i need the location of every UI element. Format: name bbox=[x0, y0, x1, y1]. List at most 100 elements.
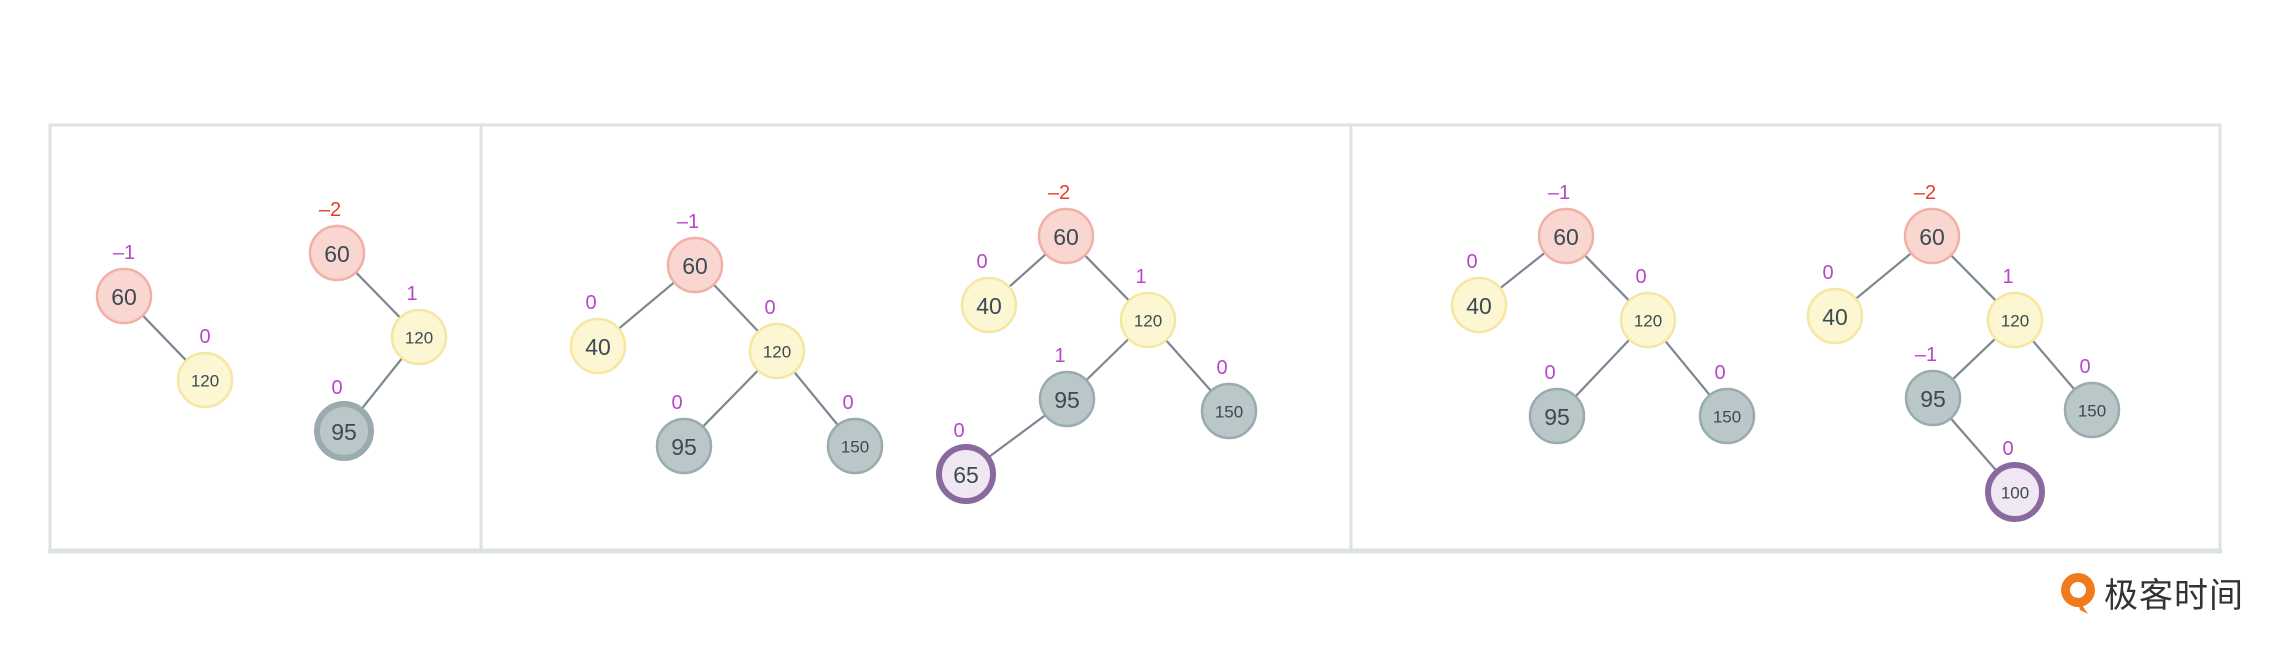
tree-node: 60 –1 bbox=[95, 242, 153, 325]
balance-factor-label: 0 bbox=[1544, 362, 1555, 384]
tree-edge bbox=[1574, 338, 1631, 398]
node-circle bbox=[1985, 462, 2045, 522]
edges bbox=[141, 251, 2076, 473]
node-circle bbox=[1986, 291, 2044, 349]
tree-edge bbox=[1499, 251, 1546, 290]
node-circle bbox=[314, 401, 374, 461]
node-circle bbox=[655, 417, 713, 475]
tree-edge bbox=[359, 357, 404, 411]
balance-factor-label: 0 bbox=[1216, 357, 1227, 379]
node-circle bbox=[569, 317, 627, 375]
tree-edge bbox=[355, 271, 401, 319]
node-circle bbox=[390, 308, 448, 366]
tree-node: 650 bbox=[936, 420, 996, 504]
tree-node: 100 0 bbox=[1985, 438, 2045, 522]
tree-node: 950 bbox=[655, 392, 713, 475]
node-label: 95 bbox=[1544, 404, 1570, 430]
balance-factor-label: 0 bbox=[976, 251, 987, 273]
brand-text: 极客时间 bbox=[2104, 576, 2244, 616]
balance-factor-label: 1 bbox=[2002, 266, 2013, 288]
tree-edge bbox=[618, 281, 675, 330]
tree-node: 60–1 bbox=[666, 211, 724, 294]
balance-factor-label: 0 bbox=[764, 297, 775, 319]
node-circle bbox=[308, 224, 366, 282]
node-circle bbox=[666, 236, 724, 294]
node-circle bbox=[826, 417, 884, 475]
tree-edge bbox=[1664, 340, 1711, 396]
node-circle bbox=[748, 322, 806, 380]
balance-factor-label: 0 bbox=[1714, 362, 1725, 384]
balance-factor-label: 0 bbox=[1822, 262, 1833, 284]
tree-node: 95 0 bbox=[314, 377, 374, 461]
node-circle bbox=[1903, 207, 1961, 265]
tree-node: 60 –2 bbox=[308, 199, 366, 282]
node-label: 120 bbox=[2001, 312, 2029, 331]
tree-node: 120 0 bbox=[748, 297, 806, 380]
node-label: 65 bbox=[953, 462, 979, 488]
tree-node: 60–2 bbox=[1903, 182, 1961, 265]
node-circle bbox=[1200, 382, 1258, 440]
node-label: 120 bbox=[1134, 312, 1162, 331]
node-label: 120 bbox=[405, 329, 433, 348]
tree-edge bbox=[1008, 253, 1047, 288]
balance-factor-label: –1 bbox=[113, 242, 135, 264]
tree-node: 40 0 bbox=[569, 292, 627, 375]
node-circle bbox=[1038, 370, 1096, 428]
tree-edge bbox=[987, 414, 1046, 459]
balance-factor-label: –1 bbox=[1548, 182, 1570, 204]
balance-factor-label: 0 bbox=[331, 377, 342, 399]
node-label: 150 bbox=[841, 438, 869, 457]
node-label: 40 bbox=[1466, 293, 1492, 319]
tree-edge bbox=[1950, 254, 1997, 302]
node-label: 150 bbox=[1215, 403, 1243, 422]
node-circle bbox=[936, 444, 996, 504]
node-label: 40 bbox=[976, 293, 1002, 319]
node-circle bbox=[1806, 287, 1864, 345]
node-label: 95 bbox=[1920, 386, 1946, 412]
tree-edge bbox=[1949, 417, 1999, 473]
balance-factor-label: –1 bbox=[1915, 344, 1937, 366]
balance-factor-label: 1 bbox=[1135, 266, 1146, 288]
tree-edge bbox=[1855, 252, 1912, 300]
tree-edge bbox=[712, 283, 760, 333]
node-label: 120 bbox=[1634, 312, 1662, 331]
node-circle bbox=[1450, 276, 1508, 334]
node-circle bbox=[1619, 291, 1677, 349]
balance-factor-label: 0 bbox=[2002, 438, 2013, 460]
tree-edge bbox=[1085, 338, 1130, 381]
balance-factor-label: 0 bbox=[671, 392, 682, 414]
balance-factor-label: –2 bbox=[1048, 182, 1070, 204]
node-label: 60 bbox=[1553, 224, 1579, 250]
balance-factor-label: 0 bbox=[1466, 251, 1477, 273]
node-circle bbox=[176, 351, 234, 409]
node-label: 95 bbox=[1054, 387, 1080, 413]
node-circle bbox=[2063, 381, 2121, 439]
node-label: 60 bbox=[1919, 224, 1945, 250]
tree-node: 40 0 bbox=[960, 251, 1018, 334]
tree-edge bbox=[141, 314, 188, 362]
node-label: 120 bbox=[191, 372, 219, 391]
node-circle bbox=[1537, 207, 1595, 265]
balance-factor-label: 0 bbox=[585, 292, 596, 314]
node-label: 150 bbox=[1713, 408, 1741, 427]
tree-edge bbox=[793, 371, 839, 426]
balance-factor-label: 0 bbox=[199, 326, 210, 348]
tree-edge bbox=[2031, 339, 2076, 391]
tree-node: 120 0 bbox=[176, 326, 234, 409]
tree-edge bbox=[1951, 337, 1997, 381]
node-label: 60 bbox=[111, 284, 137, 310]
node-label: 100 bbox=[2001, 484, 2029, 503]
node-label: 120 bbox=[763, 343, 791, 362]
node-label: 95 bbox=[331, 419, 357, 445]
balance-factor-label: –2 bbox=[319, 199, 341, 221]
node-circle bbox=[1119, 291, 1177, 349]
node-label: 40 bbox=[585, 334, 611, 360]
node-label: 60 bbox=[324, 241, 350, 267]
